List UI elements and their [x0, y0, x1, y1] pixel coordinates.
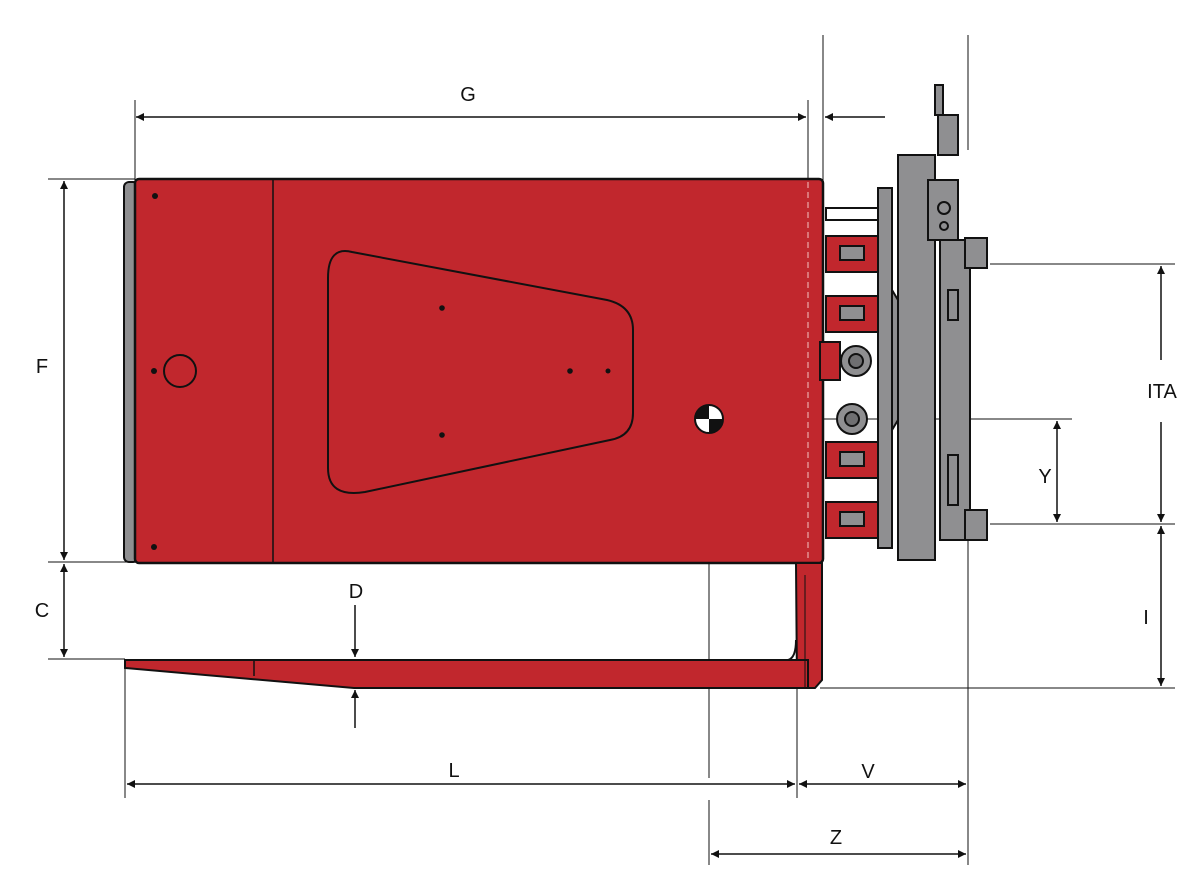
label-Y: Y: [1038, 466, 1051, 488]
window-cutout: [327, 250, 634, 494]
label-C: C: [35, 600, 49, 622]
label-Z: Z: [830, 827, 842, 849]
dimension-lines: [60, 113, 1165, 858]
label-ITA: ITA: [1147, 381, 1177, 403]
label-F: F: [36, 356, 48, 378]
label-G: G: [460, 84, 476, 106]
bolt-holes: [151, 193, 611, 550]
dimension-labels: G F C D L V Z Y ITA I: [35, 84, 1178, 849]
label-V: V: [861, 761, 875, 783]
clamp-brackets: [819, 235, 879, 539]
access-hole: [163, 354, 197, 388]
carriage-body: [123, 177, 825, 565]
mounting-frame: [825, 84, 988, 561]
center-of-gravity-icon: [694, 404, 724, 434]
label-L: L: [448, 760, 459, 782]
label-I: I: [1143, 607, 1149, 629]
label-D: D: [349, 581, 363, 603]
fork-tine: [124, 562, 823, 689]
